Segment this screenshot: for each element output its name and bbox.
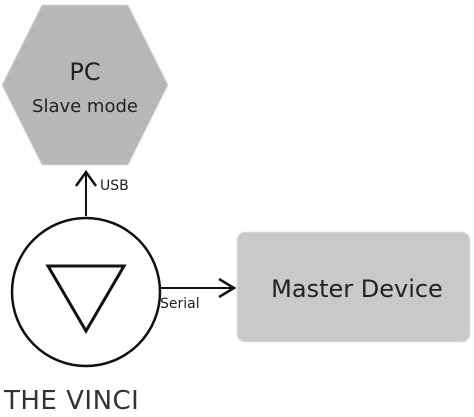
serial-arrowhead-icon <box>218 277 237 299</box>
vinci-caption: THE VINCI <box>3 386 139 416</box>
serial-label: Serial <box>160 296 200 312</box>
master-device-label: Master Device <box>271 275 443 303</box>
pc-title: PC <box>69 58 100 86</box>
master-device-node: Master Device <box>237 232 470 342</box>
down-triangle-icon <box>45 264 127 334</box>
serial-connection: Serial <box>160 277 237 312</box>
usb-label: USB <box>100 178 129 194</box>
pc-node: PC Slave mode <box>2 5 168 165</box>
master-device-box <box>237 232 470 342</box>
vinci-circle-shape <box>10 216 162 368</box>
usb-arrowhead-icon <box>74 169 98 187</box>
vinci-node <box>10 216 162 368</box>
pc-hexagon-shape <box>2 5 168 165</box>
pc-subtitle: Slave mode <box>32 96 138 117</box>
usb-connection: USB <box>74 169 129 216</box>
